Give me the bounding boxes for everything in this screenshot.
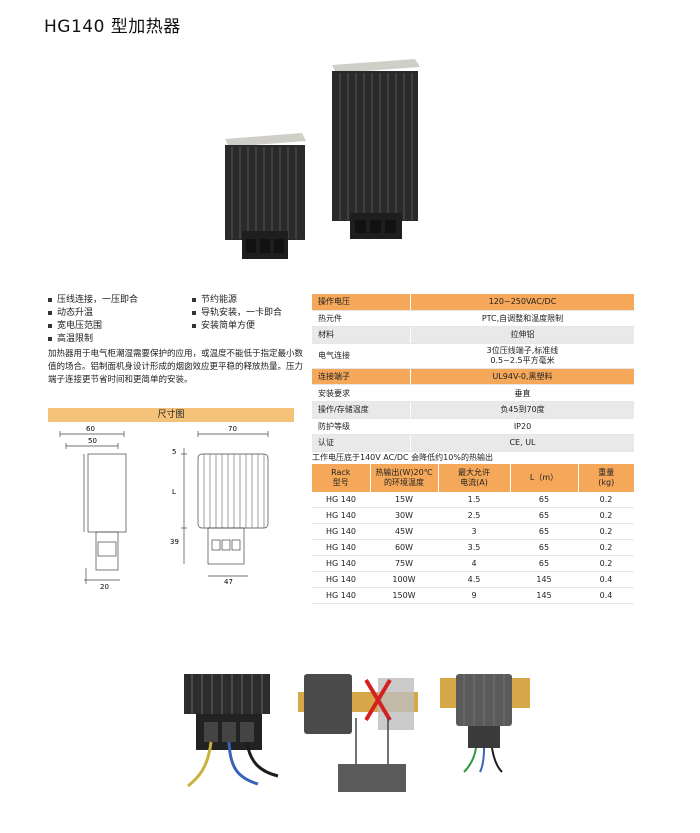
bullet-icon xyxy=(48,297,52,302)
column-header-current: 最大允许电流(A) xyxy=(438,464,511,492)
feature-item: 导轨安装，一卡即合 xyxy=(192,307,282,320)
bullet-icon xyxy=(48,336,52,341)
spec-value: IP20 xyxy=(410,418,634,436)
spec-value: CE, UL xyxy=(410,434,634,452)
feature-item: 动态升温 xyxy=(48,307,138,320)
spec-value: 负45到70度 xyxy=(410,401,634,419)
dim-label-front-inner: 50 xyxy=(88,437,97,445)
column-header-length: L（m） xyxy=(510,464,579,492)
dim-label-front-width: 60 xyxy=(86,425,95,433)
feature-item: 压线连接，一压即合 xyxy=(48,294,138,307)
spec-row: 操作/存储温度负45到70度 xyxy=(312,401,634,419)
spec-key: 热元件 xyxy=(312,310,411,328)
spec-key: 连接端子 xyxy=(312,368,411,386)
spec-value: 垂直 xyxy=(410,384,634,402)
dim-label-side-width: 70 xyxy=(228,425,237,433)
dim-label-terminal-width: 47 xyxy=(224,578,233,586)
spec-key: 安装要求 xyxy=(312,384,411,402)
correct-mounting-image xyxy=(440,674,530,773)
spec-row: 安装要求垂直 xyxy=(312,384,634,402)
dim-label-bottom-height: 39 xyxy=(170,538,179,546)
dim-label-base-width: 20 xyxy=(100,583,109,591)
spec-key: 防护等级 xyxy=(312,418,411,436)
dimension-drawing: 60 50 20 70 5 L 39 47 xyxy=(59,425,269,591)
spec-value: 拉伸铝 xyxy=(410,326,634,344)
feature-item: 节约能源 xyxy=(192,294,282,307)
feature-item: 安装简单方便 xyxy=(192,320,282,333)
spec-row: 材料拉伸铝 xyxy=(312,326,634,344)
spec-value: 120~250VAC/DC xyxy=(410,294,634,311)
feature-item: 宽电压范围 xyxy=(48,320,138,333)
feature-item: 高温限制 xyxy=(48,333,138,346)
voltage-note: 工作电压底于140V AC/DC 会降低约10%的热输出 xyxy=(312,453,493,462)
bullet-icon xyxy=(192,297,196,302)
dimension-header: 尺寸图 xyxy=(48,408,294,422)
page-title: HG140 型加热器 xyxy=(44,17,181,37)
large-heater-image xyxy=(332,59,420,239)
spec-key: 操作电压 xyxy=(312,294,411,311)
front-view xyxy=(59,431,127,584)
spec-value: UL94V-0,黑塑料 xyxy=(410,368,634,386)
spec-key: 认证 xyxy=(312,434,411,452)
product-description: 加热器用于电气柜潮湿需要保护的应用，或温度不能低于指定最小数值的场合。铝制面机身… xyxy=(48,349,304,385)
product-photo xyxy=(225,59,420,259)
side-view xyxy=(181,431,269,577)
dim-label-top-offset: 5 xyxy=(172,448,176,456)
spec-key: 材料 xyxy=(312,326,411,344)
bullet-icon xyxy=(48,310,52,315)
spec-key: 操作/存储温度 xyxy=(312,401,411,419)
small-heater-image xyxy=(225,133,306,259)
bullet-icon xyxy=(192,310,196,315)
bullet-icon xyxy=(48,323,52,328)
bullet-icon xyxy=(192,323,196,328)
spec-value: PTC,自调整和温度限制 xyxy=(410,310,634,328)
dim-label-length: L xyxy=(172,488,176,496)
installation-illustrations xyxy=(184,674,530,792)
spec-key: 电气连接 xyxy=(312,343,411,369)
column-header-weight: 重量(kg) xyxy=(578,464,634,492)
terminal-wiring-image xyxy=(184,674,279,788)
incorrect-mounting-image xyxy=(298,674,418,792)
